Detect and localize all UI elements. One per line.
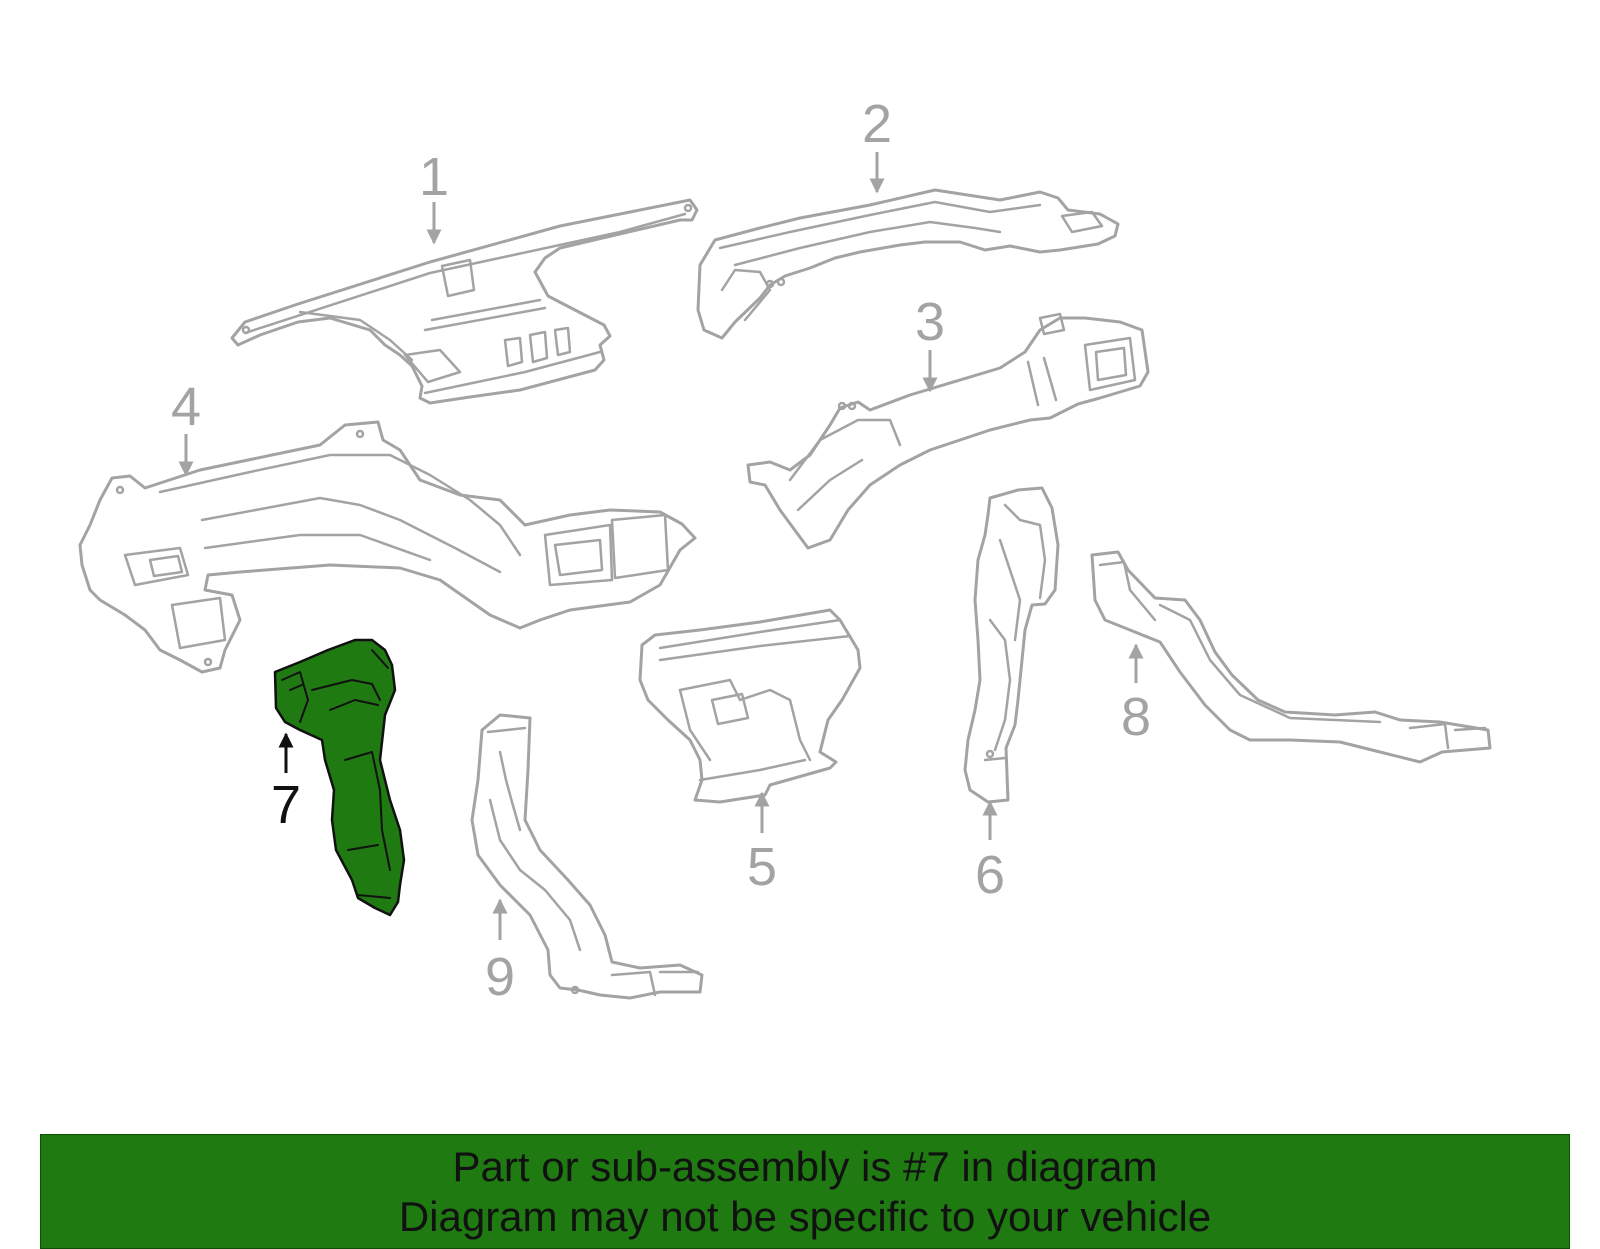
callout-label: 2 <box>862 94 892 154</box>
part-9-rear-floor-duct[interactable] <box>470 713 704 1000</box>
callout-label: 9 <box>485 947 515 1007</box>
callout-6: 6 <box>975 800 1005 905</box>
part-7-rear-duct-highlighted[interactable] <box>273 638 406 917</box>
callout-label: 6 <box>975 845 1005 905</box>
callout-8: 8 <box>1121 643 1151 747</box>
callout-label: 1 <box>419 147 449 207</box>
callout-2: 2 <box>862 94 892 194</box>
callout-7: 7 <box>271 732 301 835</box>
banner-line-part: Part or sub-assembly is #7 in diagram <box>452 1142 1158 1190</box>
part-8-rear-floor-duct[interactable] <box>1090 550 1492 764</box>
banner-line-disclaimer: Diagram may not be specific to your vehi… <box>398 1192 1212 1240</box>
info-banner: Part or sub-assembly is #7 in diagram Di… <box>40 1134 1570 1249</box>
callout-label: 4 <box>171 377 201 437</box>
parts-diagram: 1 2 3 4 5 6 7 8 9 <box>78 94 1492 1007</box>
callout-4: 4 <box>171 377 201 477</box>
callout-3: 3 <box>915 292 945 393</box>
part-2-defroster-duct[interactable] <box>696 188 1120 340</box>
part-4-main-duct[interactable] <box>78 420 697 674</box>
part-1-center-duct[interactable] <box>230 198 699 405</box>
callout-label: 7 <box>271 775 301 835</box>
part-6-side-duct[interactable] <box>963 486 1060 804</box>
callout-1: 1 <box>419 147 449 245</box>
callout-label: 8 <box>1121 687 1151 747</box>
callout-label: 3 <box>915 292 945 352</box>
part-3-side-vent-duct[interactable] <box>746 312 1150 550</box>
callout-5: 5 <box>747 791 777 897</box>
callout-9: 9 <box>485 898 515 1007</box>
part-5-heater-duct[interactable] <box>638 608 862 804</box>
callout-label: 5 <box>747 837 777 897</box>
